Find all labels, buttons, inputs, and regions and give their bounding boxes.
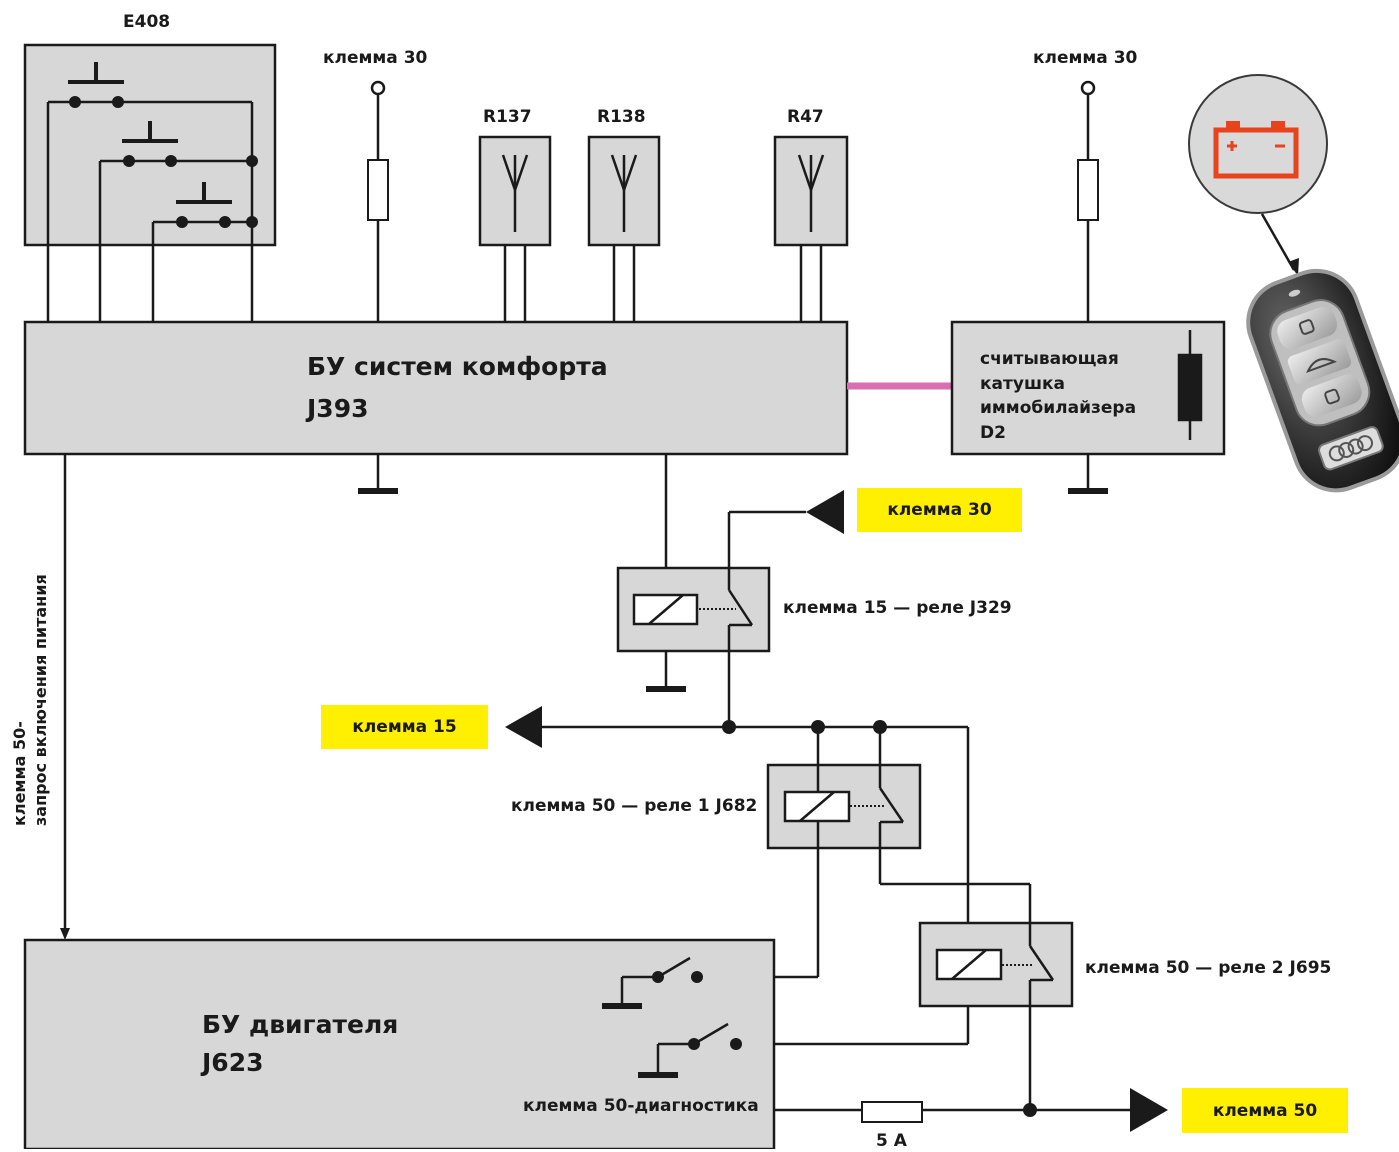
antenna-r138	[587, 135, 661, 322]
terminal-15-tag: клемма 15	[321, 705, 488, 749]
terminal-30-left-wire	[367, 80, 389, 322]
immobilizer-coil-label: считывающая катушка иммобилайзера D2	[980, 349, 1137, 443]
terminal-30-tag: клемма 30	[857, 488, 1022, 532]
comfort-unit-title: БУ систем комфорта	[307, 352, 608, 381]
terminal-50-output-line	[774, 1088, 1168, 1132]
relay-j329-label: клемма 15 — реле J329	[783, 598, 1012, 618]
immobilizer-coil-d2	[950, 320, 1226, 456]
car-key-fob-icon	[1246, 268, 1399, 493]
terminal-30-right-label: клемма 30	[1033, 48, 1138, 68]
terminal-50-tag: клемма 50	[1182, 1088, 1348, 1133]
relay-j695-label: клемма 50 — реле 2 J695	[1085, 958, 1332, 978]
antenna-r47-label: R47	[787, 107, 824, 127]
switch-block-label: E408	[123, 12, 171, 32]
switch-block-e408	[23, 43, 277, 322]
terminal-30-right-wire	[1077, 80, 1099, 322]
relay-j682-label: клемма 50 — реле 1 J682	[511, 796, 758, 816]
comfort-unit-j393	[23, 320, 849, 456]
engine-unit-code: J623	[202, 1048, 264, 1077]
terminal-50-request-line	[60, 454, 70, 940]
fuse-5a-label: 5 A	[876, 1131, 907, 1151]
antenna-r138-label: R138	[597, 107, 646, 127]
engine-unit-title: БУ двигателя	[202, 1010, 399, 1039]
terminal-50-request-label: клемма 50- запрос включения питания	[10, 574, 50, 826]
engine-unit-j623	[23, 938, 776, 1149]
battery-icon	[1188, 74, 1328, 276]
terminal-30-left-label: клемма 30	[323, 48, 428, 68]
antenna-r47	[773, 135, 849, 322]
comfort-unit-code: J393	[307, 394, 369, 423]
diagnostic-label: клемма 50-диагностика	[523, 1096, 759, 1116]
relay-j695	[736, 884, 1074, 1110]
relay-j329	[616, 454, 844, 727]
antenna-r137-label: R137	[483, 107, 532, 127]
antenna-r137	[478, 135, 552, 322]
